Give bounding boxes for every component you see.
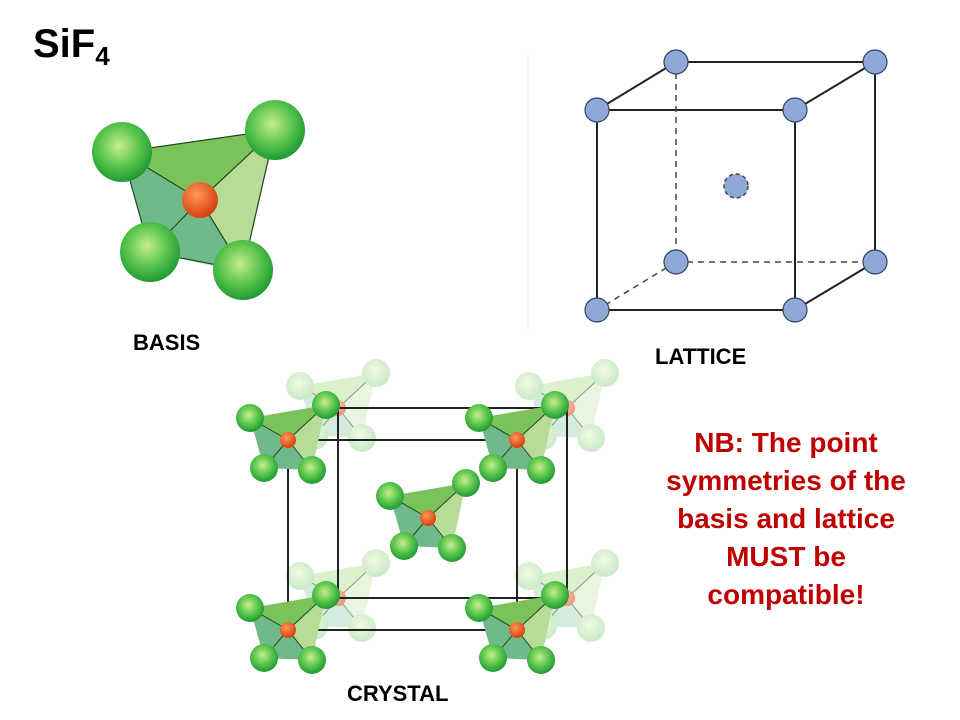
fluorine-atom (250, 454, 278, 482)
title-subscript: 4 (95, 41, 110, 71)
fluorine-atom (577, 614, 605, 642)
silicon-atom (182, 182, 218, 218)
lattice-label: LATTICE (655, 344, 747, 369)
crystal-front-layer (236, 391, 569, 674)
fluorine-atom (286, 562, 314, 590)
title-formula: SiF (33, 22, 96, 66)
molecule-face (338, 563, 376, 628)
crystal-molecule (236, 391, 340, 484)
molecule-face (300, 373, 376, 408)
crystal-molecule (376, 469, 480, 562)
lattice-point (862, 49, 888, 75)
fluorine-atom (213, 240, 273, 300)
lattice-cube (527, 49, 888, 330)
note-line: symmetries of the (666, 465, 906, 496)
fluorine-atom (541, 391, 569, 419)
crystal-molecule (236, 581, 340, 674)
molecule-face (338, 373, 376, 438)
lattice-point-body-center (723, 173, 749, 199)
fluorine-atom (479, 644, 507, 672)
lattice-point (782, 97, 808, 123)
page-title: SiF4 (33, 22, 110, 72)
lattice-point (782, 297, 808, 323)
fluorine-atom (286, 372, 314, 400)
basis-label: BASIS (133, 330, 201, 355)
lattice-point (663, 49, 689, 75)
fluorine-atom (527, 456, 555, 484)
lattice-point (663, 249, 689, 275)
lattice-point (584, 297, 610, 323)
fluorine-atom (438, 534, 466, 562)
fluorine-atom (591, 359, 619, 387)
molecule-face (250, 595, 326, 630)
fluorine-atom (348, 424, 376, 452)
silicon-atom (280, 622, 296, 638)
fluorine-atom (465, 404, 493, 432)
crystal-molecule (465, 391, 569, 484)
fluorine-atom (376, 482, 404, 510)
fluorine-atom (541, 581, 569, 609)
fluorine-atom (298, 646, 326, 674)
lattice-point (584, 97, 610, 123)
fluorine-atom (515, 372, 543, 400)
molecule-face (428, 483, 466, 548)
molecule-face (390, 483, 466, 518)
molecule-face (288, 405, 326, 470)
basis-right-face (200, 130, 275, 270)
crystal-structure (236, 359, 619, 674)
molecule-face (517, 595, 555, 660)
fluorine-atom (245, 100, 305, 160)
molecule-face (479, 405, 555, 440)
fluorine-atom (591, 549, 619, 577)
silicon-atom (509, 622, 525, 638)
note-line: basis and lattice (677, 503, 895, 534)
fluorine-atom (298, 456, 326, 484)
note-line: compatible! (707, 579, 865, 610)
molecule-face (517, 405, 555, 470)
fluorine-atom (362, 549, 390, 577)
fluorine-atom (312, 581, 340, 609)
fluorine-atom (390, 532, 418, 560)
molecule-face (529, 373, 605, 408)
fluorine-atom (452, 469, 480, 497)
lattice-point (862, 249, 888, 275)
crystal-molecule (465, 581, 569, 674)
lattice-points (584, 49, 888, 323)
fluorine-atom (236, 404, 264, 432)
molecule-face (250, 405, 326, 440)
note-line: MUST be (726, 541, 846, 572)
fluorine-atom (362, 359, 390, 387)
molecule-face (288, 595, 326, 660)
silicon-atom (280, 432, 296, 448)
fluorine-atom (236, 594, 264, 622)
fluorine-atom (515, 562, 543, 590)
fluorine-atom (527, 646, 555, 674)
fluorine-atom (312, 391, 340, 419)
silicon-atom (509, 432, 525, 448)
fluorine-atom (479, 454, 507, 482)
crystal-label: CRYSTAL (347, 681, 449, 706)
silicon-atom (420, 510, 436, 526)
fluorine-atom (250, 644, 278, 672)
note-line: NB: The point (694, 427, 878, 458)
molecule-face (567, 373, 605, 438)
fluorine-atom (577, 424, 605, 452)
basis-molecule (92, 100, 305, 300)
molecule-face (479, 595, 555, 630)
molecule-face (567, 563, 605, 628)
symmetry-note: NB: The point symmetries of the basis an… (640, 424, 932, 614)
fluorine-atom (465, 594, 493, 622)
fluorine-atom (120, 222, 180, 282)
lattice-hidden-edges (596, 62, 875, 311)
basis-top-face (122, 130, 275, 200)
fluorine-atom (92, 122, 152, 182)
fluorine-atom (348, 614, 376, 642)
